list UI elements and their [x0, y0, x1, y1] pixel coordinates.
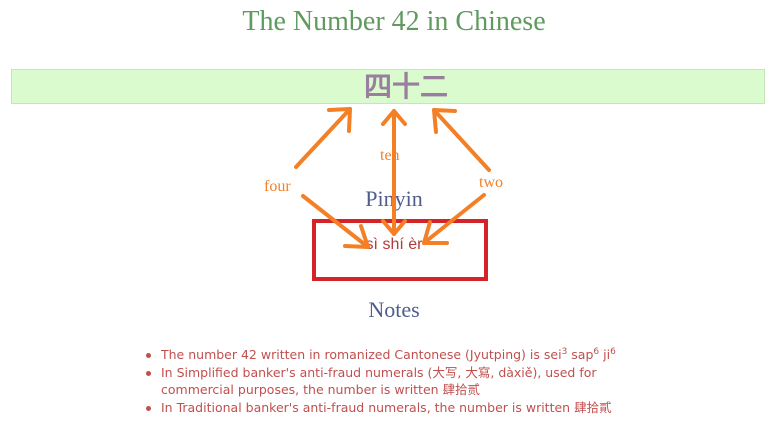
note-text: The number 42 written in romanized Canto…	[161, 347, 544, 362]
pinyin-heading: Pinyin	[365, 186, 423, 211]
arrow-ten	[381, 109, 407, 236]
arrow-two-up	[432, 108, 491, 172]
jyutping-syllable: ji6	[603, 346, 616, 362]
notes-heading: Notes	[368, 297, 420, 322]
page-title: The Number 42 in Chinese	[242, 6, 546, 37]
note-text: In Traditional banker's anti-fraud numer…	[161, 399, 612, 415]
note-item-jyutping: The number 42 written in romanized Canto…	[145, 346, 665, 364]
note-text: In Simplified banker's anti-fraud numera…	[161, 364, 597, 398]
hanzi-banner: 四十二	[11, 69, 765, 104]
notes-list: The number 42 written in romanized Canto…	[145, 346, 665, 416]
hanzi-characters: 四十二	[363, 70, 448, 103]
arrow-label-four: four	[264, 178, 291, 195]
jyutping-syllable: sap6	[571, 346, 600, 362]
jyutping-syllable: sei3	[543, 346, 568, 362]
arrow-label-two: two	[479, 174, 503, 191]
note-item-simplified: In Simplified banker's anti-fraud numera…	[145, 364, 665, 399]
arrow-four-up	[294, 107, 352, 169]
arrow-label-ten: ten	[380, 147, 400, 164]
pinyin-value: sì shí èr	[365, 236, 423, 253]
note-item-traditional: In Traditional banker's anti-fraud numer…	[145, 399, 665, 417]
